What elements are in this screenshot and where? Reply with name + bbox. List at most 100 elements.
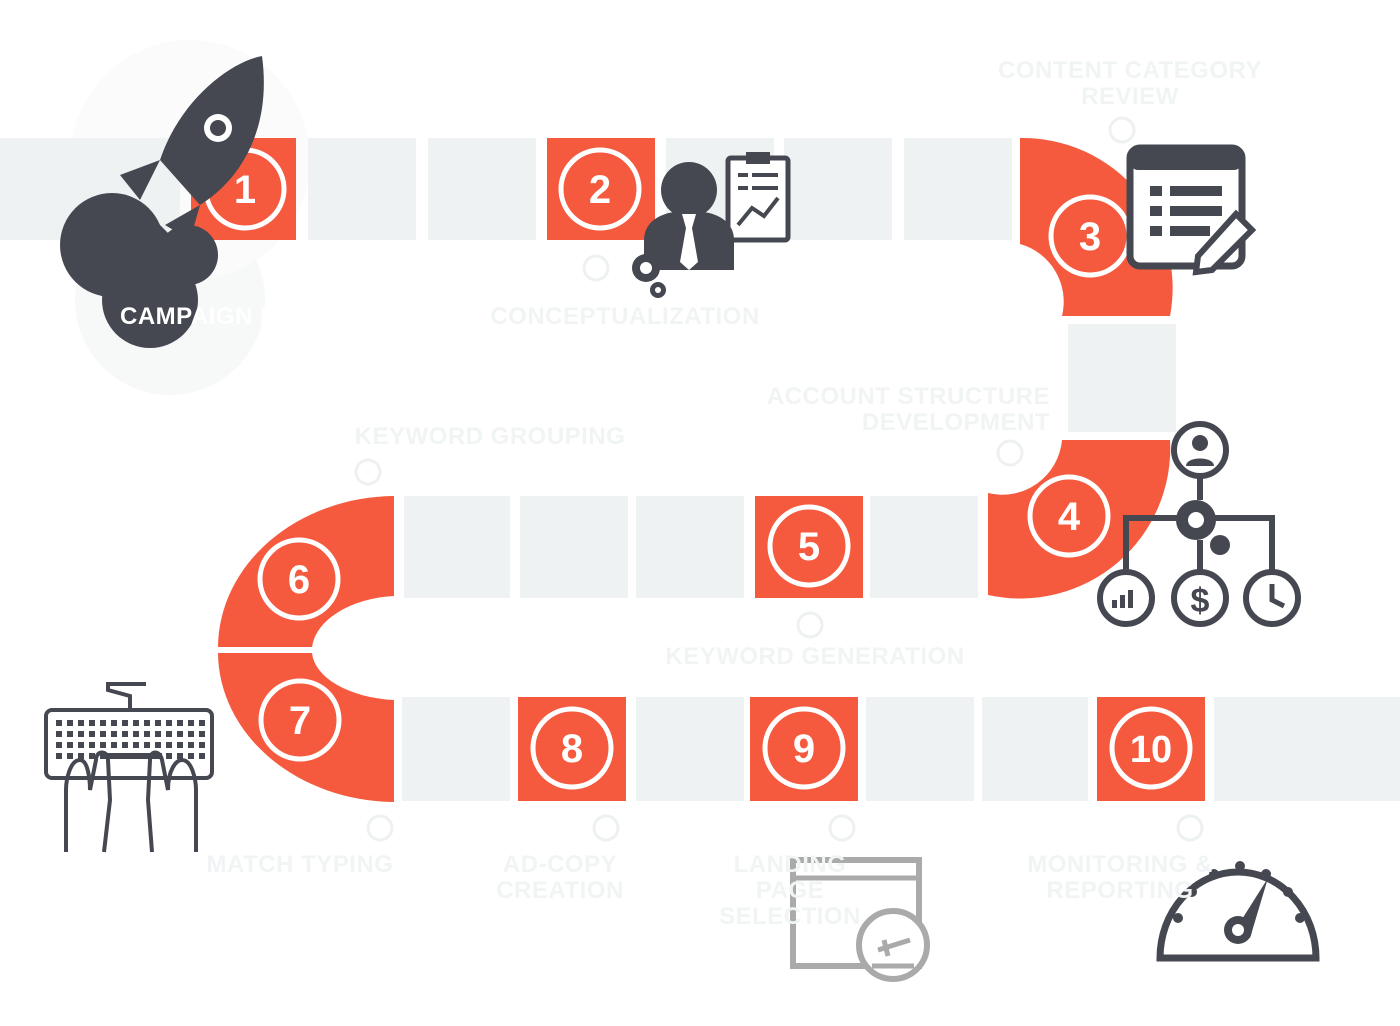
step-tile-3 [1020, 137, 1173, 316]
keyboard-spacebar [100, 753, 162, 759]
gauge-icon [1156, 861, 1320, 962]
step-tile-4 [988, 440, 1171, 599]
keyboard-key [78, 742, 84, 748]
step-label-6: KEYWORD GROUPING [354, 423, 626, 450]
keyboard-key [133, 742, 139, 748]
keyboard-key [177, 731, 183, 737]
keyboard-key [78, 720, 84, 726]
step-badge-ring-2 [558, 147, 642, 231]
step-badge-ring-4 [1027, 474, 1111, 558]
keyboard-key [100, 742, 106, 748]
step-tile-9 [750, 697, 858, 801]
step-label-3: CONTENT CATEGORY REVIEW [998, 57, 1262, 110]
keyboard-key [67, 731, 73, 737]
step-number-8: 8 [561, 727, 583, 771]
keyboard-key [133, 731, 139, 737]
keyboard-key [78, 731, 84, 737]
keyboard-key [100, 731, 106, 737]
keyboard-key [89, 731, 95, 737]
keyboard-key [166, 742, 172, 748]
keyboard-key [144, 742, 150, 748]
connector-dots [354, 116, 1204, 842]
step-number-5: 5 [798, 525, 820, 569]
step-label-8: AD-COPY CREATION [496, 851, 624, 904]
keyboard-key [155, 731, 161, 737]
keyboard-key [67, 720, 73, 726]
step-label-9: LANDING PAGE SELECTION [719, 851, 861, 930]
keyboard-key [144, 720, 150, 726]
keyboard-key [67, 742, 73, 748]
step-badge-ring-10 [1109, 706, 1193, 790]
keyboard-key [199, 753, 205, 759]
dollar-icon: $ [1191, 582, 1210, 620]
step-number-6: 6 [288, 558, 310, 602]
step-number-2: 2 [589, 168, 611, 212]
step-badge-ring-6 [257, 537, 341, 621]
step-badge-ring-7 [258, 678, 342, 762]
step-tile-10 [1097, 697, 1205, 801]
keyboard-typing-icon [44, 682, 214, 853]
keyboard-key [188, 742, 194, 748]
keyboard-keys [56, 720, 205, 759]
step-badge-ring-9 [762, 706, 846, 790]
step-label-5: KEYWORD GENERATION [665, 643, 965, 670]
edit-list-icon [1126, 144, 1257, 276]
keyboard-key [155, 720, 161, 726]
keyboard-key [199, 731, 205, 737]
keyboard-key [166, 731, 172, 737]
step-tile-5 [755, 496, 863, 598]
step-tile-6 [218, 496, 394, 647]
step-number-9: 9 [793, 727, 815, 771]
keyboard-key [56, 720, 62, 726]
rocket-icon [60, 56, 264, 348]
keyboard-key [56, 731, 62, 737]
step-badge-ring-5 [767, 504, 851, 588]
step-badge-ring-8 [530, 706, 614, 790]
keyboard-key [56, 753, 62, 759]
step-tile-8 [518, 697, 626, 801]
step-number-1: 1 [234, 168, 256, 212]
keyboard-key [67, 753, 73, 759]
keyboard-key [111, 731, 117, 737]
keyboard-key [199, 720, 205, 726]
hierarchy-icon-fill [1112, 435, 1286, 609]
step-number-3: 3 [1079, 215, 1101, 259]
step-label-7: MATCH TYPING [206, 851, 394, 878]
keyboard-key [188, 720, 194, 726]
keyboard-key [155, 742, 161, 748]
keyboard-key [100, 720, 106, 726]
keyboard-key [188, 731, 194, 737]
step-tile-7 [218, 653, 394, 802]
keyboard-key [89, 753, 95, 759]
keyboard-key [199, 742, 205, 748]
keyboard-key [111, 720, 117, 726]
step-badges: 1 2 3 4 5 6 7 8 9 10 [203, 147, 1193, 790]
keyboard-key [56, 742, 62, 748]
step-number-10: 10 [1130, 729, 1172, 771]
keyboard-key [177, 742, 183, 748]
step-number-4: 4 [1058, 495, 1081, 539]
keyboard-key [177, 753, 183, 759]
keyboard-key [177, 720, 183, 726]
keyboard-key [89, 720, 95, 726]
business-report-icon [632, 152, 791, 298]
step-label-2: CONCEPTUALIZATION [490, 303, 760, 330]
keyboard-key [144, 731, 150, 737]
step-label-1: CAMPAIGN INITIATION [120, 303, 390, 330]
keyboard-key [122, 720, 128, 726]
keyboard-key [122, 742, 128, 748]
keyboard-key [166, 720, 172, 726]
step-label-10: MONITORING & REPORTING [1027, 851, 1213, 904]
keyboard-key [166, 753, 172, 759]
keyboard-key [133, 720, 139, 726]
landing-page-icon [790, 857, 930, 982]
keyboard-key [111, 742, 117, 748]
keyboard-key [122, 731, 128, 737]
keyboard-key [89, 742, 95, 748]
step-label-4: ACCOUNT STRUCTURE DEVELOPMENT [766, 383, 1050, 436]
keyboard-key [188, 753, 194, 759]
keyboard-key [78, 753, 84, 759]
step-number-7: 7 [289, 699, 311, 743]
